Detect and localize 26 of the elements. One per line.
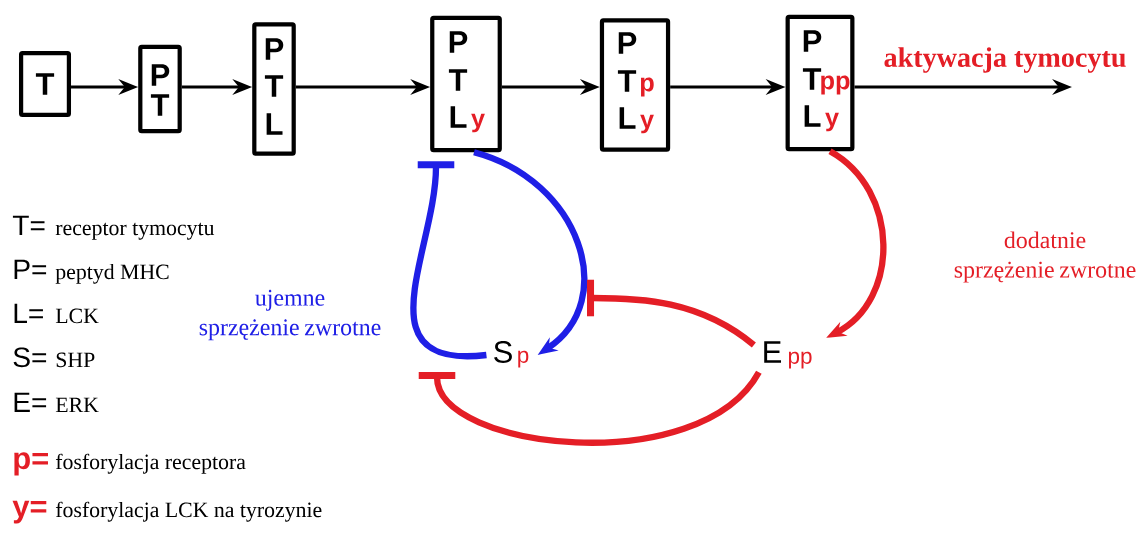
legend-text: receptor tymocytu [55, 222, 215, 240]
edge-label: ujemne sprzężenie zwrotne [199, 289, 381, 341]
complex-box: P T L [252, 22, 296, 156]
symbol-label: L= [14, 303, 43, 323]
symbol-label: p= [14, 452, 48, 476]
legend-text: fosforylacja receptora [55, 453, 246, 474]
legend-text: LCK [55, 308, 99, 324]
legend-text: peptyd MHC [55, 263, 169, 284]
arrow [472, 149, 588, 355]
symbol-label: P= [14, 259, 47, 279]
inhibition-arrow [410, 161, 487, 360]
inhibition-arrow [587, 279, 756, 348]
legend-text: fosforylacja LCK na tyrozynie [55, 501, 322, 522]
edge-label: dodatnie sprzężenie zwrotne [954, 231, 1136, 283]
symbol-label: S= [13, 347, 47, 368]
edge-label: aktywacja tymocytu [884, 47, 1126, 73]
molecule-label: E pp [764, 341, 812, 369]
symbol-label: T= [12, 215, 45, 235]
symbol-label: E= [14, 392, 47, 412]
complex-box: T [19, 50, 71, 118]
molecule-label: S p [494, 341, 529, 368]
symbol-label: y= [12, 500, 47, 524]
complex-box: P T [138, 44, 182, 134]
legend-text: SHP [56, 352, 95, 368]
legend-text: ERK [55, 397, 99, 412]
inhibition-arrow [418, 370, 762, 446]
